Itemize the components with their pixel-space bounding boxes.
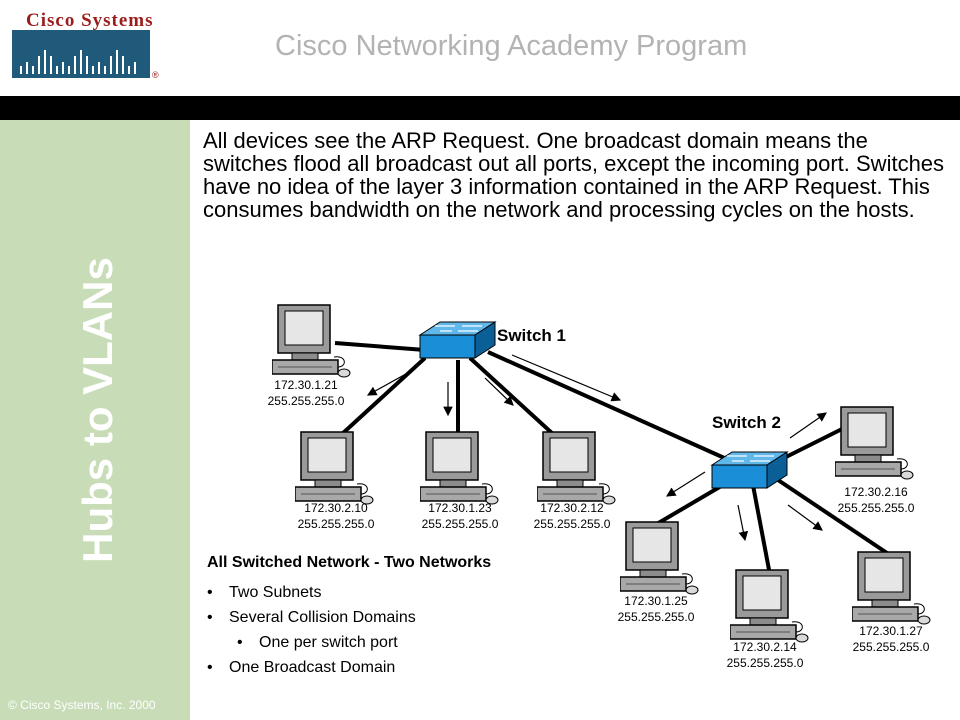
- header-title: Cisco Networking Academy Program: [275, 30, 748, 62]
- arrow-to-host4: [484, 377, 514, 406]
- legend: All Switched Network - Two Networks • Two…: [207, 554, 491, 682]
- link-sw1-sw2: [487, 350, 741, 467]
- legend-item: • Several Collision Domains: [207, 607, 491, 632]
- host-computer-5: [835, 406, 914, 480]
- host-ip: 172.30.2.16: [844, 485, 908, 499]
- legend-item: • One per switch port: [207, 632, 491, 657]
- sidebar-title: Hubs to VLANs: [74, 257, 121, 563]
- host-mask: 255.255.255.0: [727, 656, 804, 670]
- arrow-to-host5: [789, 412, 827, 439]
- links: [328, 341, 892, 576]
- host-computer-4: [537, 431, 616, 505]
- network-diagram: Switch 1 Switch 2 172.30.1.21 255.255.25…: [268, 304, 931, 670]
- host-computer-6: [620, 521, 699, 595]
- cisco-logo: ® Cisco Systems: [12, 8, 162, 82]
- switch-1: [418, 321, 497, 359]
- arrow-to-host6: [665, 471, 706, 497]
- host-computer-3: [420, 431, 499, 505]
- host-mask: 255.255.255.0: [853, 640, 930, 654]
- svg-text:®: ®: [152, 70, 159, 80]
- host-mask: 255.255.255.0: [838, 501, 915, 515]
- host-computer-7: [730, 569, 809, 643]
- host-ip: 172.30.2.14: [733, 640, 797, 654]
- arrow-to-host2: [366, 369, 414, 396]
- cisco-bars-icon: ®: [12, 30, 159, 80]
- host-ip: 172.30.2.10: [304, 501, 368, 515]
- legend-item-text: One Broadcast Domain: [229, 659, 396, 676]
- host-computer-2: [295, 431, 374, 505]
- host-mask: 255.255.255.0: [534, 517, 611, 531]
- bullet-icon: •: [207, 659, 213, 676]
- flood-arrows: [366, 354, 827, 542]
- host-mask: 255.255.255.0: [422, 517, 499, 531]
- header-divider-bar: [0, 96, 960, 120]
- bullet-icon: •: [207, 609, 213, 626]
- link-sw1-host4: [468, 356, 567, 447]
- copyright: © Cisco Systems, Inc. 2000: [8, 698, 156, 712]
- legend-item-text: Two Subnets: [229, 584, 322, 601]
- host-ip: 172.30.2.12: [540, 501, 604, 515]
- legend-item-text: Several Collision Domains: [229, 609, 416, 626]
- legend-item: • One Broadcast Domain: [207, 657, 491, 682]
- host-ip: 172.30.1.25: [624, 594, 688, 608]
- host-computer-1: [272, 304, 351, 378]
- host-ip: 172.30.1.21: [274, 378, 338, 392]
- host-ip: 172.30.1.27: [859, 624, 923, 638]
- host-computer-8: [852, 551, 931, 625]
- switch-1-label: Switch 1: [497, 326, 566, 345]
- link-sw2-host7: [750, 479, 772, 576]
- link-sw1-host1: [334, 341, 426, 352]
- legend-item-text: One per switch port: [259, 634, 398, 651]
- host-mask: 255.255.255.0: [268, 394, 345, 408]
- link-sw2-host8: [773, 476, 892, 557]
- switch-2: [710, 451, 789, 489]
- bullet-icon: •: [207, 584, 213, 601]
- legend-item: • Two Subnets: [207, 582, 491, 607]
- switch-arrows-icon: [727, 455, 774, 462]
- host-ip: 172.30.1.23: [428, 501, 492, 515]
- switch-arrows-icon: [435, 325, 482, 332]
- arrow-to-host7: [737, 504, 749, 542]
- arrow-to-switch2: [511, 354, 622, 402]
- sidebar-band: [0, 120, 190, 720]
- switch-2-label: Switch 2: [712, 413, 781, 432]
- body-paragraph: All devices see the ARP Request. One bro…: [203, 128, 945, 222]
- legend-title: All Switched Network - Two Networks: [207, 554, 492, 571]
- arrow-to-host8: [787, 504, 823, 531]
- host-mask: 255.255.255.0: [618, 610, 695, 624]
- host-mask: 255.255.255.0: [298, 517, 375, 531]
- logo-text: Cisco Systems: [26, 10, 154, 31]
- bullet-icon: •: [237, 634, 243, 651]
